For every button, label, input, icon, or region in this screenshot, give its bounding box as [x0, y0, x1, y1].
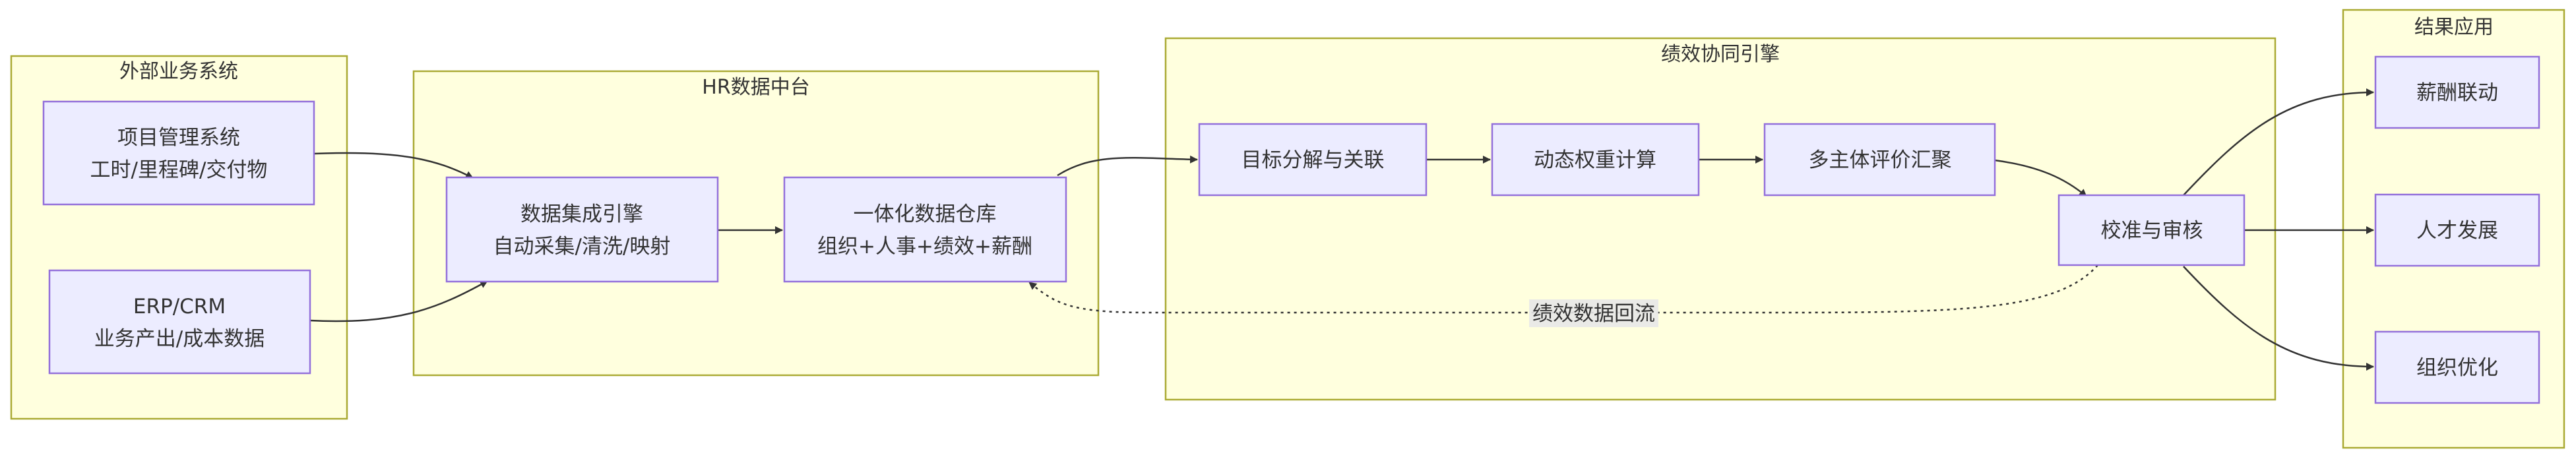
cluster-title-results: 结果应用: [2414, 16, 2494, 39]
node-multi-evaluation[interactable]: 多主体评价汇聚: [1763, 123, 1996, 197]
node-org-optimization[interactable]: 组织优化: [2374, 330, 2540, 404]
node-dynamic-weight[interactable]: 动态权重计算: [1491, 123, 1700, 197]
node-multi-eval-label: 多主体评价汇聚: [1809, 148, 1952, 172]
edge-calibration-to-org: [2183, 266, 2374, 371]
node-project-line2: 工时/里程碑/交付物: [90, 158, 268, 182]
node-integration-line1: 数据集成引擎: [520, 202, 643, 226]
edge-erp-to-integration: [309, 280, 488, 322]
edge-warehouse-to-goal: [1057, 155, 1198, 177]
node-erp-line1: ERP/CRM: [133, 295, 226, 319]
node-data-warehouse[interactable]: 一体化数据仓库 组织+人事+绩效+薪酬: [783, 176, 1067, 283]
node-erp-crm[interactable]: ERP/CRM 业务产出/成本数据: [48, 269, 311, 375]
node-talent-development[interactable]: 人才发展: [2374, 193, 2540, 267]
feedback-label: 绩效数据回流: [1532, 302, 1655, 326]
node-integration-line2: 自动采集/清洗/映射: [493, 235, 671, 259]
node-salary-label: 薪酬联动: [2416, 81, 2498, 105]
node-weight-label: 动态权重计算: [1534, 148, 1656, 172]
cluster-title-hr-platform: HR数据中台: [702, 76, 809, 99]
node-warehouse-line2: 组织+人事+绩效+薪酬: [817, 235, 1032, 259]
node-org-label: 组织优化: [2416, 356, 2498, 380]
edge-project-to-integration: [313, 152, 474, 179]
node-salary-linkage[interactable]: 薪酬联动: [2374, 55, 2540, 129]
node-erp-line2: 业务产出/成本数据: [94, 327, 265, 351]
node-goal-decomposition[interactable]: 目标分解与关联: [1198, 123, 1428, 197]
edge-feedback-to-warehouse: [1028, 264, 2098, 314]
node-warehouse-line1: 一体化数据仓库: [854, 202, 997, 226]
node-goal-label: 目标分解与关联: [1241, 148, 1385, 172]
edge-multi-eval-to-calibration: [1994, 159, 2087, 197]
node-talent-label: 人才发展: [2416, 219, 2498, 243]
node-project-management[interactable]: 项目管理系统 工时/里程碑/交付物: [42, 100, 315, 206]
node-data-integration[interactable]: 数据集成引擎 自动采集/清洗/映射: [445, 176, 719, 283]
node-calibration[interactable]: 校准与审核: [2058, 194, 2246, 266]
node-project-line1: 项目管理系统: [117, 126, 240, 150]
cluster-title-engine: 绩效协同引擎: [1661, 43, 1780, 66]
edge-calibration-to-salary: [2183, 88, 2374, 196]
node-calibration-label: 校准与审核: [2101, 219, 2203, 243]
edge-label-feedback: 绩效数据回流: [1529, 299, 1658, 327]
cluster-title-external: 外部业务系统: [119, 60, 238, 83]
